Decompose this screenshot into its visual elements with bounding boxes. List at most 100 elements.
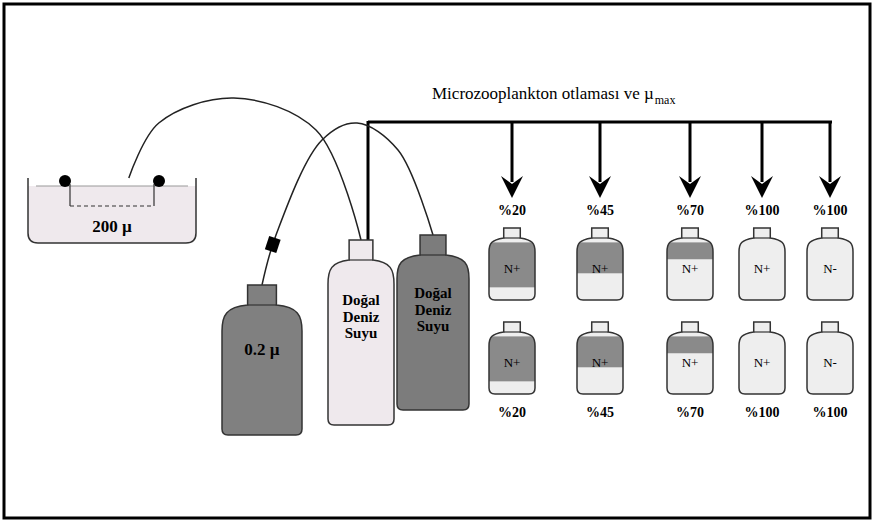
incubation-bottle: N+ — [489, 228, 535, 300]
bottle-body — [667, 228, 713, 300]
node-text-wrap: N+ — [577, 262, 623, 276]
node-label: Doğal Deniz Suyu — [397, 285, 469, 335]
percent-label: %70 — [650, 203, 730, 219]
percent-holder: %20 — [472, 203, 552, 219]
percent-label: %70 — [650, 405, 730, 421]
bottle-body — [397, 235, 469, 410]
bottle-outline — [397, 235, 469, 410]
bottle-outline — [328, 240, 394, 425]
incubation-bottle: N- — [807, 322, 853, 394]
bottle-body — [807, 322, 853, 394]
tray-wall — [28, 178, 196, 243]
bottle-body — [489, 228, 535, 300]
percent-label: %100 — [722, 405, 802, 421]
bottle-outline — [667, 322, 713, 394]
node-text-wrap: N+ — [739, 356, 785, 370]
node-label: N+ — [577, 356, 623, 370]
percent-holder: %100 — [722, 405, 802, 421]
bottle-body — [807, 228, 853, 300]
bottle-outline — [807, 228, 853, 300]
node-label: N+ — [739, 356, 785, 370]
bottle-body — [739, 228, 785, 300]
bottle-outline — [739, 322, 785, 394]
bottle-cap-line — [822, 237, 839, 238]
incubation-bottle: N+ — [489, 322, 535, 394]
percent-holder: %100 — [790, 203, 870, 219]
bottle-cap-line — [754, 331, 771, 332]
bottle-cap-line — [754, 237, 771, 238]
node-text-wrap: N+ — [667, 262, 713, 276]
node-label: N+ — [667, 262, 713, 276]
node-text-wrap: N+ — [489, 356, 535, 370]
incubation-bottle: N+ — [739, 228, 785, 300]
bottle-outline — [807, 322, 853, 394]
float-dot — [59, 175, 71, 187]
diagram-title: Microzooplankton otlaması ve µ — [432, 84, 654, 104]
subscript-label: max — [655, 93, 676, 108]
percent-holder: %70 — [650, 405, 730, 421]
node-label: N- — [807, 356, 853, 370]
percent-holder: %45 — [560, 405, 640, 421]
filtered-water-fill — [667, 336, 713, 353]
bottle-cap-line — [592, 237, 609, 238]
filtered-water-bottle: 0.2 µ — [222, 285, 302, 435]
node-label: N+ — [667, 356, 713, 370]
node-text-wrap: N+ — [739, 262, 785, 276]
percent-label: %100 — [722, 203, 802, 219]
bottle-cap-line — [248, 304, 277, 305]
bottle-cap-line — [682, 331, 699, 332]
bottle-body — [489, 322, 535, 394]
distribution-arrowheads — [501, 176, 841, 198]
node-text-wrap: N+ — [667, 356, 713, 370]
percent-label: %45 — [560, 203, 640, 219]
incubation-bottle: N+ — [667, 322, 713, 394]
node-text-wrap: N+ — [489, 262, 535, 276]
incubation-bottle: N+ — [739, 322, 785, 394]
seawater-bottle: Doğal Deniz Suyu — [328, 240, 394, 425]
node-label: N+ — [577, 262, 623, 276]
percent-label: %100 — [790, 405, 870, 421]
bottle-body — [577, 228, 623, 300]
filtered-water-fill — [489, 336, 535, 381]
bottle-body — [667, 322, 713, 394]
float-dot — [153, 175, 165, 187]
node-text-wrap: Doğal Deniz Suyu — [397, 285, 469, 335]
filtered-water-fill — [489, 242, 535, 287]
node-label: N+ — [489, 262, 535, 276]
node-text-wrap: 200 µ — [28, 218, 196, 237]
bottle-cap-line — [349, 259, 373, 260]
bottle-outline — [489, 322, 535, 394]
node-text-wrap: N+ — [577, 356, 623, 370]
sieve-frame — [70, 184, 154, 206]
subscript-holder: max — [655, 93, 676, 108]
bottle-outline — [489, 228, 535, 300]
percent-holder: %100 — [790, 405, 870, 421]
filter-holder — [265, 236, 281, 253]
bottle-cap-line — [592, 331, 609, 332]
percent-label: %20 — [472, 203, 552, 219]
filtered-water-fill — [667, 242, 713, 259]
percent-label: %100 — [790, 203, 870, 219]
sieve-tray: 200 µ — [28, 178, 196, 243]
tray-water — [28, 186, 196, 243]
bottle-outline — [739, 228, 785, 300]
bottle-cap-line — [504, 237, 521, 238]
percent-holder: %100 — [722, 203, 802, 219]
bottle-outline — [222, 285, 302, 435]
water-line — [36, 186, 188, 187]
bottle-cap-line — [420, 254, 446, 255]
percent-holder: %45 — [560, 203, 640, 219]
frame-border — [4, 4, 870, 518]
incubation-bottle: N+ — [577, 228, 623, 300]
node-text-wrap: N- — [807, 356, 853, 370]
distribution-bracket — [368, 121, 832, 243]
bottle-body — [222, 285, 302, 435]
bottle-cap-line — [682, 237, 699, 238]
node-label: Doğal Deniz Suyu — [328, 292, 394, 342]
node-text-wrap: 0.2 µ — [222, 341, 302, 360]
incubation-bottle: N- — [807, 228, 853, 300]
incubation-bottle: N+ — [667, 228, 713, 300]
incubation-bottle: N+ — [577, 322, 623, 394]
percent-label: %20 — [472, 405, 552, 421]
percent-holder: %70 — [650, 203, 730, 219]
